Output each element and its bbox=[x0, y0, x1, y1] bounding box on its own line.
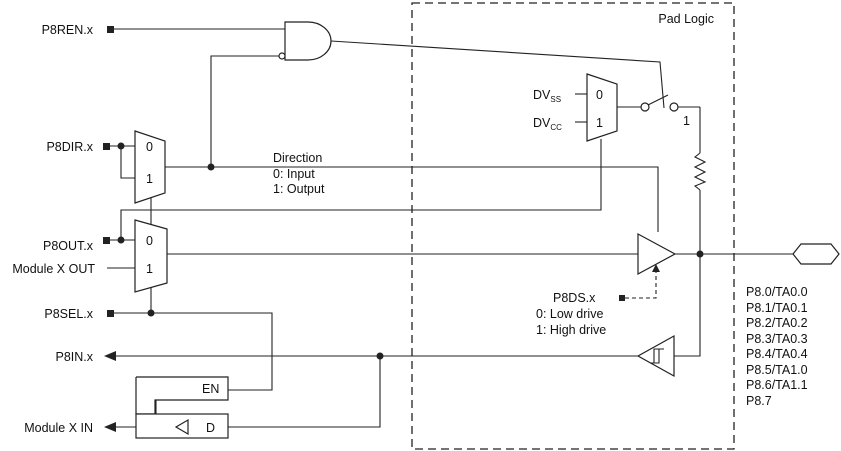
output-driver bbox=[637, 232, 677, 276]
dir-mux-input-1: 1 bbox=[146, 172, 153, 186]
pad-junction bbox=[696, 250, 704, 258]
wiring bbox=[107, 28, 793, 428]
and-gate-inverter-bubble bbox=[278, 52, 286, 60]
module-in-arrowhead bbox=[104, 422, 116, 432]
schmitt-symbol bbox=[650, 348, 664, 364]
p8in-arrowhead bbox=[104, 351, 116, 361]
pin-name-list: P8.0/TA0.0 P8.1/TA0.1 P8.2/TA0.2 P8.3/TA… bbox=[746, 285, 808, 408]
pin-name: P8.5/TA1.0 bbox=[746, 363, 808, 377]
module-in-label: Module X IN bbox=[24, 421, 93, 435]
schmitt-input-buffer bbox=[636, 334, 675, 378]
drive-strength-arrowhead bbox=[652, 264, 660, 272]
drive-note-line-1: 0: Low drive bbox=[536, 307, 603, 321]
out-mux-input-1: 1 bbox=[146, 262, 153, 276]
pin-name: P8.7 bbox=[746, 394, 772, 408]
out-terminal bbox=[103, 237, 110, 244]
out-junction bbox=[117, 236, 125, 244]
pin-name: P8.4/TA0.4 bbox=[746, 347, 808, 361]
pull-resistor bbox=[693, 152, 707, 191]
direction-note-line-3: 1: Output bbox=[273, 182, 325, 196]
and-gate bbox=[284, 21, 332, 61]
latch-d-label: D bbox=[206, 421, 215, 435]
direction-note-line-1: Direction bbox=[273, 151, 322, 165]
dvss-label: DVSS bbox=[533, 88, 561, 104]
sel-terminal bbox=[107, 310, 114, 317]
input-latch bbox=[135, 376, 229, 439]
pin-name: P8.3/TA0.3 bbox=[746, 332, 808, 346]
dvcc-label: DVCC bbox=[533, 116, 562, 132]
out-mux bbox=[134, 219, 168, 293]
direction-junction bbox=[207, 163, 215, 171]
pin-name: P8.1/TA0.1 bbox=[746, 301, 808, 315]
dv-mux-input-1: 1 bbox=[596, 116, 603, 130]
ds-label: P8DS.x bbox=[553, 291, 596, 305]
drive-strength-line bbox=[625, 266, 657, 299]
pad-logic-boundary bbox=[411, 2, 735, 450]
resistor-switch bbox=[640, 94, 701, 117]
input-junction bbox=[376, 352, 384, 360]
pin-name: P8.0/TA0.0 bbox=[746, 285, 808, 299]
dv-mux-input-0: 0 bbox=[596, 88, 603, 102]
latch-en-label: EN bbox=[202, 382, 219, 396]
pin-name: P8.2/TA0.2 bbox=[746, 316, 808, 330]
ren-terminal bbox=[107, 26, 114, 33]
out-mux-input-0: 0 bbox=[146, 234, 153, 248]
pad-connector bbox=[792, 243, 840, 265]
dir-junction bbox=[117, 142, 125, 150]
module-out-label: Module X OUT bbox=[12, 262, 95, 276]
ren-label: P8REN.x bbox=[42, 23, 94, 37]
switch-label: 1 bbox=[683, 114, 690, 128]
direction-note-line-2: 0: Input bbox=[273, 167, 315, 181]
dv-mux bbox=[586, 73, 618, 142]
pin-name: P8.6/TA1.1 bbox=[746, 378, 808, 392]
ds-terminal bbox=[619, 295, 625, 301]
sel-label: P8SEL.x bbox=[44, 307, 93, 321]
sel-junction bbox=[147, 309, 155, 317]
out-label: P8OUT.x bbox=[43, 239, 94, 253]
dir-mux-input-0: 0 bbox=[146, 140, 153, 154]
drive-note-line-2: 1: High drive bbox=[536, 323, 606, 337]
in-label: P8IN.x bbox=[55, 350, 93, 364]
dir-mux bbox=[134, 130, 166, 204]
pad-logic-title: Pad Logic bbox=[658, 12, 714, 26]
dir-label: P8DIR.x bbox=[46, 140, 93, 154]
dir-terminal bbox=[103, 143, 110, 150]
